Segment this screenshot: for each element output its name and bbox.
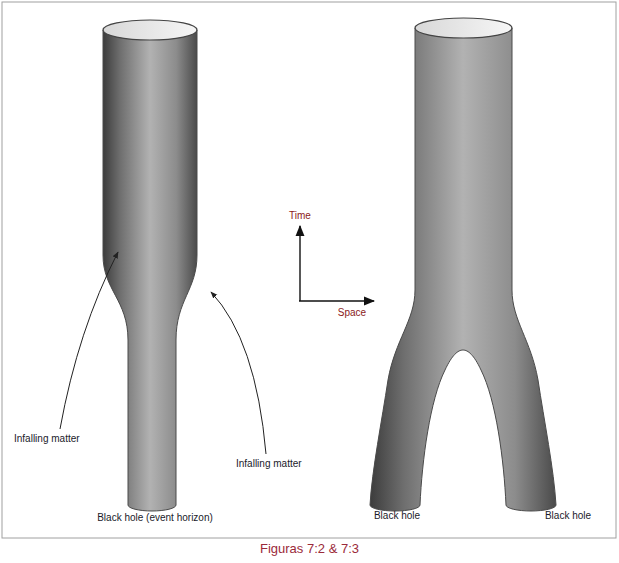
leader-line bbox=[211, 292, 266, 454]
callout-label: Infalling matter bbox=[14, 433, 80, 445]
part-label: Black hole (event horizon) bbox=[97, 512, 213, 524]
axis-label: Space bbox=[338, 307, 366, 319]
part-label: Black hole bbox=[545, 510, 591, 522]
time-axis bbox=[299, 226, 300, 301]
tube-opening bbox=[415, 18, 512, 38]
horizon-tube bbox=[103, 30, 197, 511]
callout-label: Infalling matter bbox=[236, 458, 302, 470]
tube-opening bbox=[103, 20, 197, 40]
figure-caption: Figuras 7:2 & 7:3 bbox=[260, 541, 359, 557]
frame bbox=[2, 2, 616, 538]
part-label: Black hole bbox=[374, 510, 420, 522]
axis-label: Time bbox=[289, 210, 311, 222]
leader-line bbox=[60, 252, 118, 429]
space-axis bbox=[299, 300, 374, 301]
merging-tube bbox=[370, 28, 556, 511]
